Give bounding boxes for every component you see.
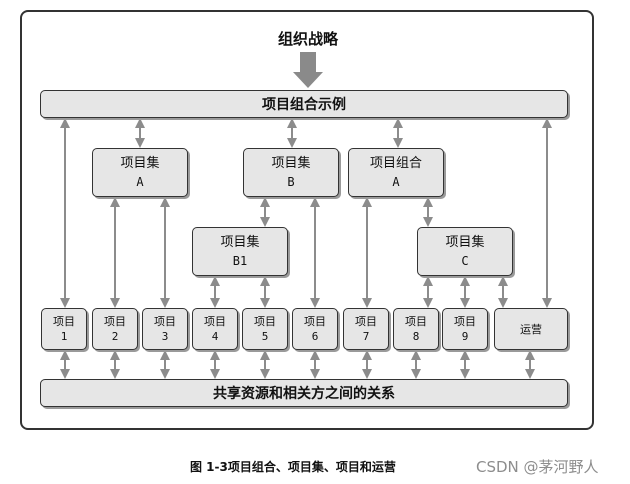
project-2-box: 项目 2 [92,308,138,350]
program-c-box: 项目集 C [417,227,513,276]
project-3-title: 项目 [154,315,176,328]
project-8-box: 项目 8 [393,308,439,350]
project-4-title: 项目 [204,315,226,328]
operations-label: 运营 [520,322,542,336]
program-c-title: 项目集 [445,234,485,250]
program-b-box: 项目集 B [243,148,339,197]
program-b-title: 项目集 [271,155,311,171]
csdn-watermark: CSDN @茅河野人 [476,458,599,476]
program-b-code: B [287,174,295,189]
program-b1-code: B1 [232,253,248,268]
double-arrows [60,118,552,379]
project-6-number: 6 [311,330,319,343]
program-a-title: 项目集 [120,155,160,171]
program-a-box: 项目集 A [92,148,188,197]
project-2-title: 项目 [104,315,126,328]
project-8-title: 项目 [405,315,427,328]
shared-resources-bar: 共享资源和相关方之间的关系 [40,379,568,407]
project-7-box: 项目 7 [343,308,389,350]
project-4-number: 4 [211,330,219,343]
project-2-number: 2 [111,330,119,343]
project-8-number: 8 [412,330,420,343]
project-7-title: 项目 [355,315,377,328]
figure-caption: 图 1-3项目组合、项目集、项目和运营 [190,460,396,474]
subportfolio-a-code: A [392,174,400,189]
project-9-number: 9 [461,330,469,343]
project-6-title: 项目 [304,315,326,328]
project-3-number: 3 [161,330,169,343]
project-1-title: 项目 [53,315,75,328]
program-b1-title: 项目集 [220,234,260,250]
program-a-code: A [136,174,144,189]
project-5-title: 项目 [254,315,276,328]
project-3-box: 项目 3 [142,308,188,350]
project-9-title: 项目 [454,315,476,328]
project-5-box: 项目 5 [242,308,288,350]
strategy-label: 组织战略 [277,30,338,48]
project-4-box: 项目 4 [192,308,238,350]
project-6-box: 项目 6 [292,308,338,350]
operations-box: 运营 [494,308,568,350]
project-9-box: 项目 9 [442,308,488,350]
project-7-number: 7 [362,330,370,343]
project-1-number: 1 [60,330,68,343]
program-b1-box: 项目集 B1 [192,227,288,276]
subportfolio-a-box: 项目组合 A [348,148,444,197]
subportfolio-a-title: 项目组合 [369,155,422,171]
strategy-arrow [293,52,323,88]
project-5-number: 5 [261,330,269,343]
project-1-box: 项目 1 [41,308,87,350]
program-c-code: C [461,253,469,268]
portfolio-bar: 项目组合示例 [40,90,568,118]
